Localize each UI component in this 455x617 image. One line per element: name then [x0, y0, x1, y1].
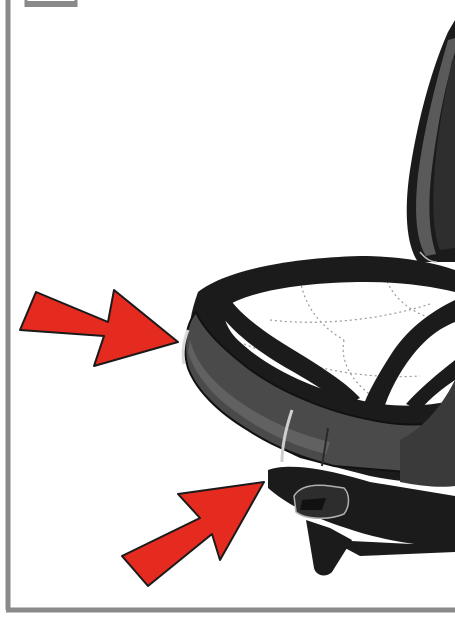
arrow-up-right-icon — [122, 482, 264, 586]
seat-backrest — [407, 20, 455, 262]
arrow-right-down-icon — [20, 290, 178, 366]
